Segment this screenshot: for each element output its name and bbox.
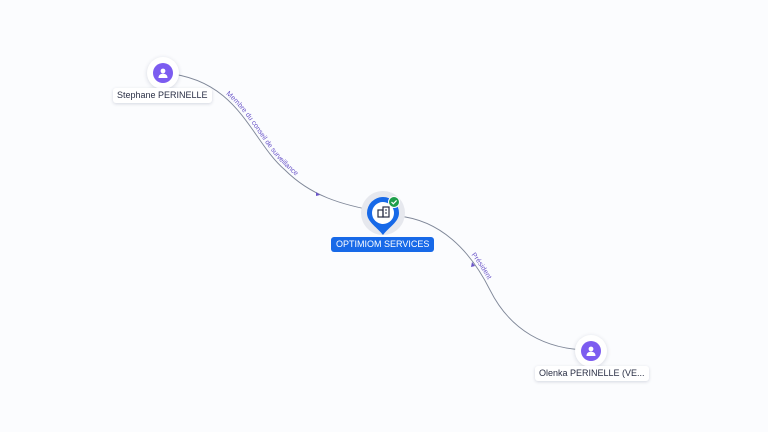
person-node-stephane[interactable] bbox=[147, 57, 179, 89]
verified-check-icon bbox=[388, 196, 400, 208]
person-label[interactable]: Olenka PERINELLE (VE... bbox=[535, 366, 649, 381]
edge-arrow bbox=[471, 262, 475, 267]
company-label[interactable]: OPTIMIOM SERVICES bbox=[331, 237, 435, 252]
edge-arrow bbox=[316, 192, 320, 196]
person-icon bbox=[153, 63, 173, 83]
building-icon bbox=[377, 206, 390, 218]
person-node-olenka[interactable] bbox=[575, 335, 607, 367]
person-icon bbox=[581, 341, 601, 361]
edge-label: Membre du conseil de surveillance bbox=[225, 90, 300, 177]
person-label[interactable]: Stephane PERINELLE bbox=[113, 88, 212, 103]
